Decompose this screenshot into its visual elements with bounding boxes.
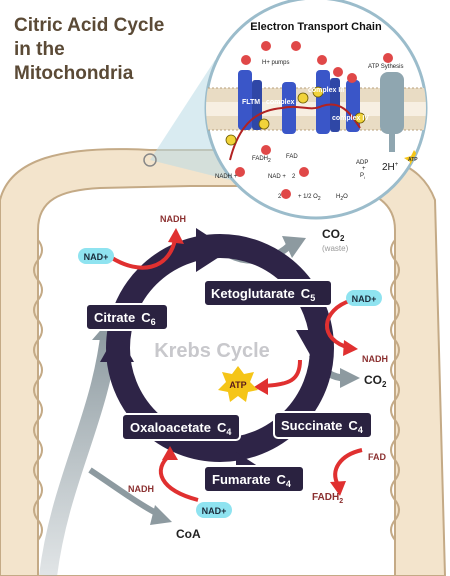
atp-synthesis-label: ATP Sythesis [368,64,403,70]
ring-arrowhead-top [196,228,230,272]
h-pumps-label: H+ pumps [262,60,290,66]
svg-text:NAD+: NAD+ [202,506,227,516]
krebs-cycle-label: Krebs Cycle [154,340,270,362]
complex-iii-protein [316,70,330,134]
co2-waste-label: CO2 [322,227,345,243]
etc-inset: Electron Transport Chain H+ pumps FLTM c… [204,0,428,220]
complex-i-label: complex [266,99,295,106]
complex-iii-label: complex III [308,87,344,94]
right-cristae [390,239,400,541]
svg-text:NAD+: NAD+ [84,252,109,262]
atp-arrow [261,359,302,388]
complex-i-protein [238,70,252,130]
nad-to-nadh-top [110,239,177,270]
nad-pill-top: NAD+ [78,248,114,264]
two-h-left: 2 [278,194,282,200]
adp-plus: + [362,166,366,172]
etc-atp-label: ATP [408,157,418,163]
krebs-ring: Krebs Cycle [100,228,334,490]
ring-arrowhead-right [296,330,330,360]
title-line-3: Mitochondria [14,63,134,84]
half-o2-label: + 1/2 O2 [298,194,321,202]
atp-label: ATP [229,380,246,390]
waste-label: (waste) [322,244,349,253]
nadh-right-label: NADH [362,354,388,364]
co2-right-label: CO2 [364,373,387,389]
two-h-plus-label: 2H+ [382,162,399,173]
title-line-1: Citric Acid Cycle [14,15,165,36]
nadh-bottom-label: NADH [128,484,154,494]
two-label: 2 [292,174,296,180]
ring-arrowhead-left [100,332,134,362]
page-title: Citric Acid Cycle in the Mitochondria [14,14,204,86]
fadh2-label: FADH2 [312,492,343,505]
left-cristae [33,239,43,541]
nad-to-nadh-right [325,298,353,350]
etc-fad-label: FAD [286,154,298,160]
h2o-label: H2O [336,194,348,202]
nad-pill-right: NAD+ [346,290,382,306]
entry-arrow [39,329,119,576]
pi-label: Pi [360,173,365,180]
nadh-eq-left: NADH + [215,174,238,180]
complex-iv-label: complex IV [332,115,369,122]
nad-pill-bottom: NAD+ [196,502,232,518]
nadh-top-label: NADH [160,214,186,224]
title-line-2: in the [14,39,65,60]
atp-star: ATP [218,366,258,402]
etc-fadh2-label: FADH2 [252,156,271,164]
fad-to-fadh2 [333,448,363,486]
zoom-origin [143,153,157,167]
etc-title: Electron Transport Chain [250,21,382,33]
fad-label: FAD [368,452,387,462]
red-arrowheads [162,228,358,496]
svg-text:NAD+: NAD+ [352,294,377,304]
adp-label: ADP [356,160,368,166]
atp-synthase [380,72,404,134]
coa-label: CoA [176,527,201,541]
nadh-eq-right: NAD + [268,174,286,180]
fmn-label: FLTM [242,99,260,106]
